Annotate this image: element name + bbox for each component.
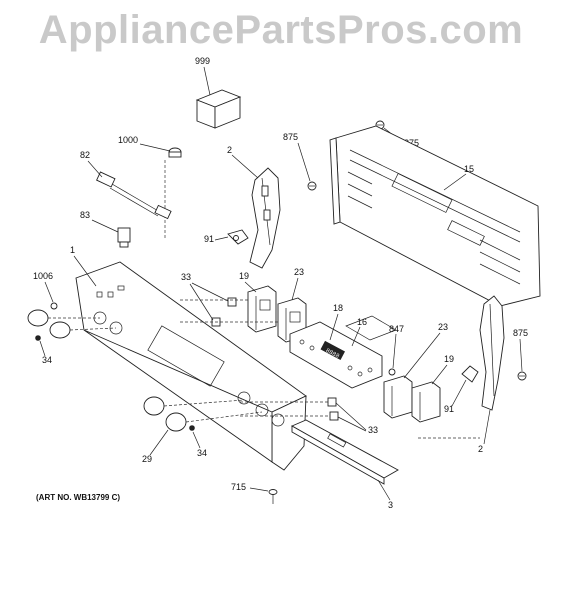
callout-34-lower: 34 bbox=[197, 448, 207, 458]
callout-19-lower: 19 bbox=[444, 354, 454, 364]
callout-91-right: 91 bbox=[444, 404, 454, 414]
callout-15: 15 bbox=[464, 164, 474, 174]
part-875-screw-c bbox=[517, 371, 527, 381]
part-1006-screw bbox=[50, 302, 58, 310]
part-91-clip-left bbox=[227, 229, 249, 245]
part-875-screw-a bbox=[307, 181, 317, 191]
part-2-bracket-left bbox=[249, 167, 281, 269]
art-number: (ART NO. WB13799 C) bbox=[36, 493, 121, 502]
part-19-switch-upper bbox=[247, 285, 277, 333]
callout-33-lower: 33 bbox=[368, 425, 378, 435]
part-91-clip-right bbox=[461, 365, 479, 383]
callout-1000: 1000 bbox=[118, 135, 138, 145]
part-23-switch-lower bbox=[383, 375, 413, 419]
callout-2-right: 2 bbox=[478, 444, 483, 454]
part-2-bracket-right bbox=[479, 295, 505, 411]
callout-999: 999 bbox=[195, 56, 210, 66]
part-16-overlay bbox=[345, 315, 397, 341]
part-19-switch-lower bbox=[411, 381, 441, 423]
part-34-clip-left bbox=[35, 335, 41, 341]
watermark: AppliancePartsPros.com bbox=[38, 8, 524, 52]
part-82-harness bbox=[96, 171, 172, 220]
callout-1: 1 bbox=[70, 245, 75, 255]
callout-33-upper: 33 bbox=[181, 272, 191, 282]
callout-83: 83 bbox=[80, 210, 90, 220]
callout-1006: 1006 bbox=[33, 271, 53, 281]
part-29-knobs-left bbox=[27, 309, 117, 339]
callout-875-c: 875 bbox=[513, 328, 528, 338]
callout-29: 29 bbox=[142, 454, 152, 464]
callout-19-upper: 19 bbox=[239, 271, 249, 281]
part-15-rear-panel bbox=[329, 125, 541, 307]
callout-34-left: 34 bbox=[42, 355, 52, 365]
callout-3: 3 bbox=[388, 500, 393, 510]
callout-91-left: 91 bbox=[204, 234, 214, 244]
callout-715: 715 bbox=[231, 482, 246, 492]
part-3-trim-strip bbox=[290, 419, 399, 485]
callout-18: 18 bbox=[333, 303, 343, 313]
callout-875-b: 875 bbox=[404, 138, 419, 148]
callout-23-upper: 23 bbox=[294, 267, 304, 277]
part-715-screw bbox=[268, 489, 278, 504]
part-34-clip-lower bbox=[189, 425, 195, 431]
part-1-control-panel bbox=[75, 261, 307, 471]
part-1000-plug bbox=[168, 147, 182, 158]
callout-847: 847 bbox=[389, 324, 404, 334]
part-847-fastener bbox=[388, 368, 396, 376]
callout-16: 16 bbox=[357, 317, 367, 327]
part-33-clips-lower bbox=[327, 397, 339, 421]
part-29-knobs-lower bbox=[143, 396, 263, 432]
part-83-connector bbox=[117, 227, 131, 248]
part-999-box bbox=[195, 89, 242, 129]
callout-82: 82 bbox=[80, 150, 90, 160]
callout-2-left: 2 bbox=[227, 145, 232, 155]
callout-23-lower: 23 bbox=[438, 322, 448, 332]
callout-875-a: 875 bbox=[283, 132, 298, 142]
part-18-electronic-control: 8888 bbox=[289, 321, 383, 389]
